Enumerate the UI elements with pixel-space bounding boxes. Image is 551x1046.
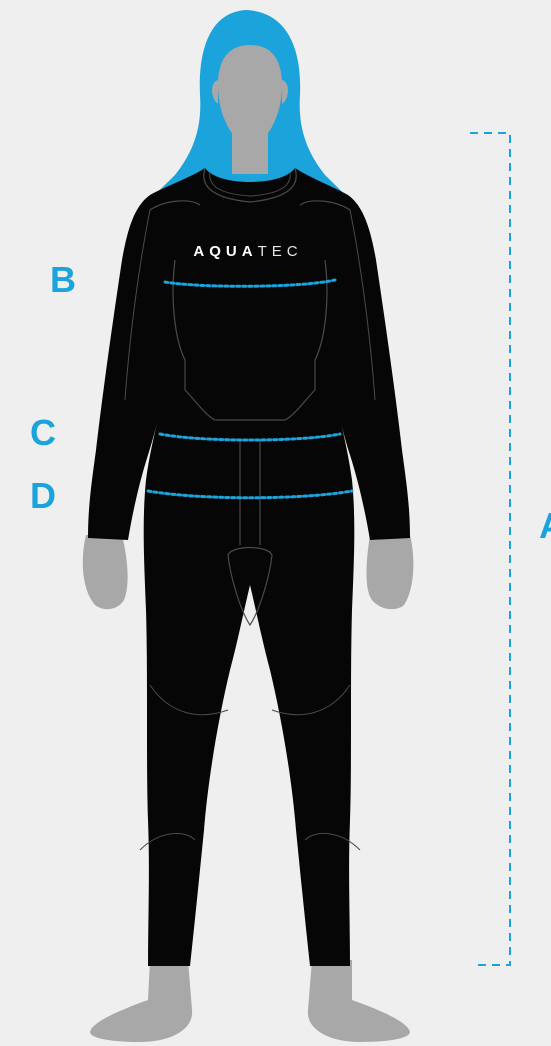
label-d: D: [30, 478, 56, 514]
brand-logo-strong: AQUA: [193, 243, 257, 260]
right-hand: [367, 535, 414, 609]
neck: [232, 132, 268, 174]
height-bracket-a: [470, 133, 510, 965]
left-foot: [90, 960, 192, 1042]
brand-logo: AQUATEC: [148, 244, 348, 259]
label-c: C: [30, 415, 56, 451]
left-hand: [83, 535, 128, 609]
label-b: B: [50, 262, 76, 298]
label-a: A: [539, 508, 551, 544]
brand-logo-light: TEC: [258, 243, 303, 260]
right-foot: [308, 960, 410, 1042]
